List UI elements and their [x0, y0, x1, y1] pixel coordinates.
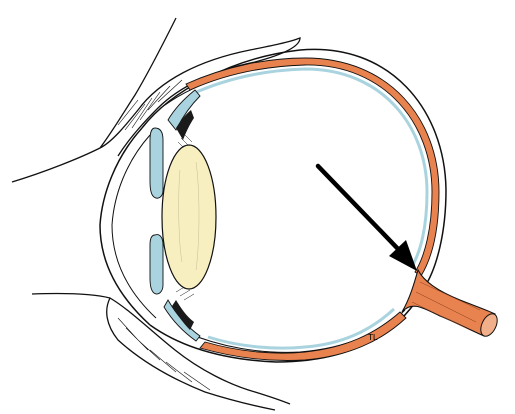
lens — [161, 144, 217, 290]
artist-mark: TL — [367, 333, 378, 342]
pointer-arrow — [315, 163, 417, 271]
cornea — [99, 127, 157, 326]
choroid-layer — [185, 57, 440, 361]
optic-nerve — [401, 268, 498, 337]
lower-eyelid — [31, 292, 291, 411]
upper-eyelid — [11, 17, 301, 183]
lens-texture — [178, 161, 200, 271]
ciliary-body — [172, 110, 194, 330]
